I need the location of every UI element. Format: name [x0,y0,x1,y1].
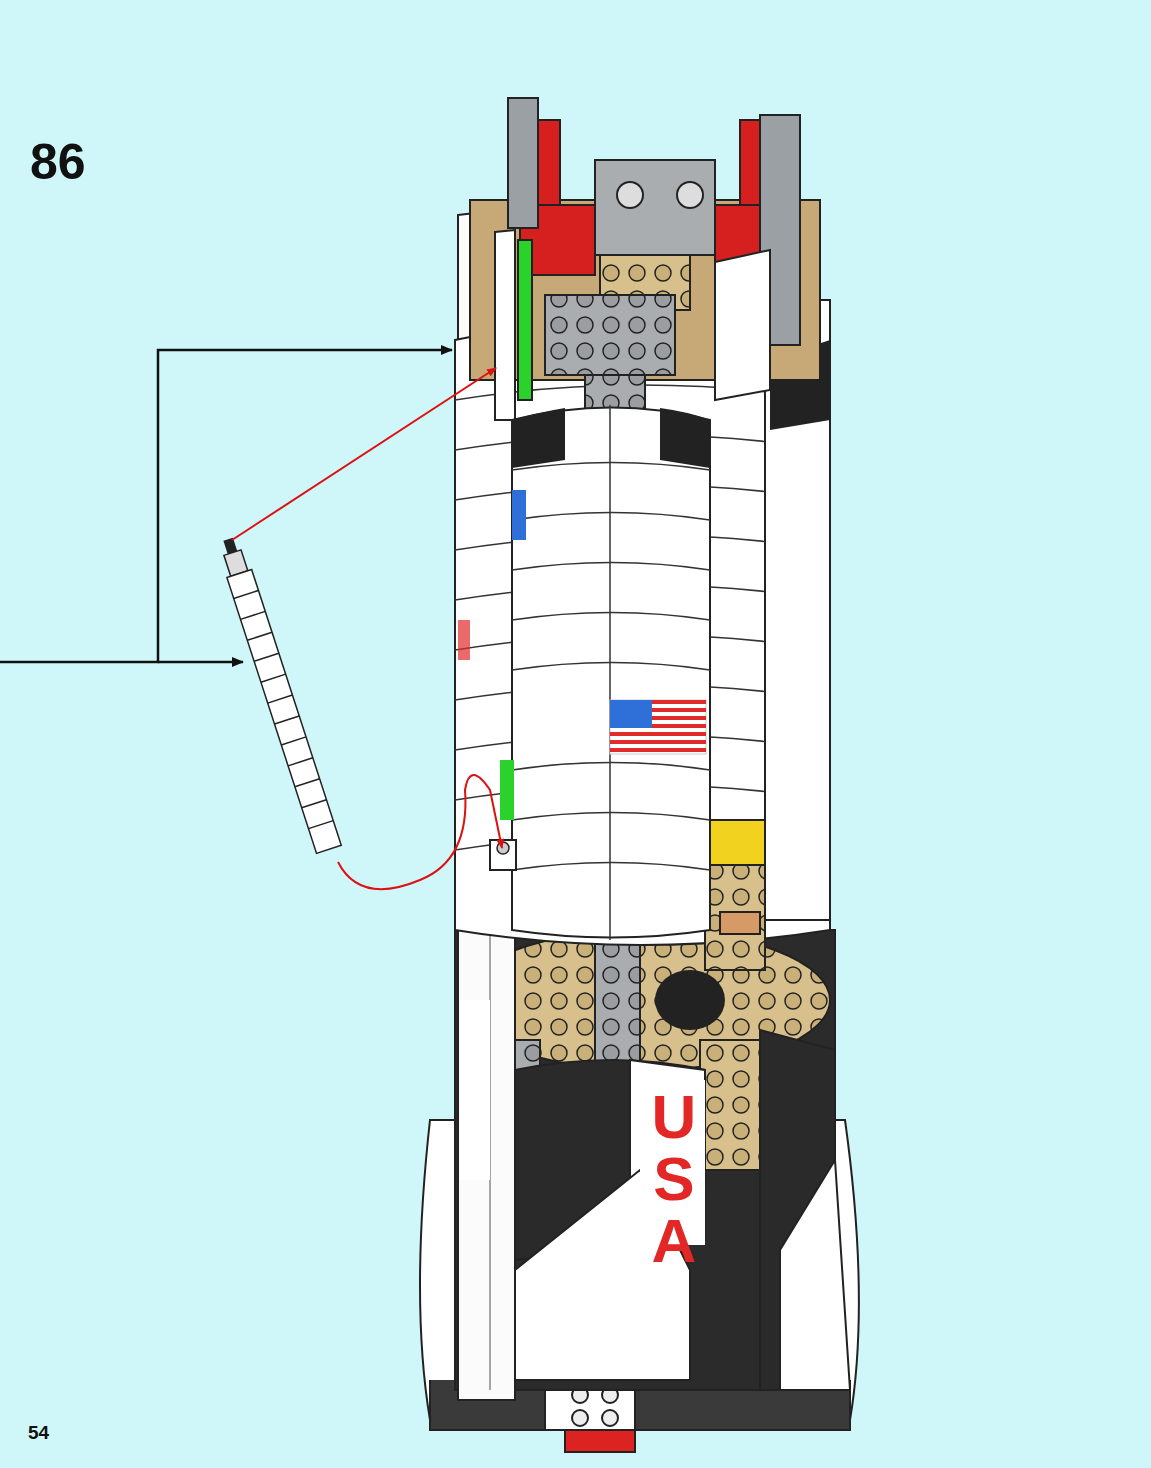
illustration-part [500,760,514,820]
illustration-part [0,350,452,662]
illustration-part [660,408,710,468]
illustration-part [288,758,313,766]
illustration-part [518,240,532,400]
illustration-part [512,813,710,821]
illustration-part [609,405,611,940]
illustration-part [232,368,496,540]
illustration-part [512,405,710,940]
illustration-part [610,700,706,754]
illustration-part [610,748,706,752]
illustration-part [158,661,243,664]
illustration-part [610,740,706,744]
illustration-part [545,295,675,375]
illustration-part [705,820,765,865]
illustration-part [295,779,320,787]
illustration-part [281,737,306,745]
illustration-part [512,408,710,938]
illustration-part [512,463,710,471]
illustration-part [338,775,502,889]
illustration-part [610,700,652,728]
illustration-part [508,98,538,228]
page-number: 54 [28,1422,49,1444]
illustration-part [268,695,293,703]
illustration-part [720,912,760,934]
illustration-part [247,632,272,640]
illustration-part [512,513,710,521]
illustration-part [497,842,509,854]
illustration-part [227,570,341,854]
illustration-part [512,490,526,540]
illustration-part [512,408,565,468]
illustration-part [512,663,710,671]
illustration-part [512,613,710,621]
illustration-part [700,1040,760,1170]
illustration-part [254,653,279,661]
illustration-part [602,1410,618,1426]
illustration-part [460,1000,490,1180]
illustration-part [274,716,299,724]
illustration-part [705,820,765,970]
illustration-part [617,182,643,208]
illustration-part [780,1160,850,1390]
illustration-part [610,700,706,752]
illustration-part [234,590,334,828]
illustration-part [512,763,710,771]
illustration-part [490,840,516,870]
illustration-part [572,1410,588,1426]
illustration-part [715,250,770,400]
illustration-part [302,800,327,808]
illustration-part [458,620,470,660]
illustration-part [595,160,715,255]
illustration-part [677,182,703,208]
illustration-part [610,732,706,736]
illustration-part [512,563,710,571]
illustration-part [241,611,266,619]
step-number: 86 [30,133,86,191]
illustration-part [261,674,286,682]
illustration-part [234,590,259,598]
illustration-part [655,970,725,1030]
illustration-part [216,535,341,853]
illustration-part [308,821,333,829]
illustration-part [495,230,515,420]
illustration-part [512,863,710,871]
illustration-part [565,1430,635,1452]
illustration-part [765,300,830,920]
decal-text: USA [643,1086,705,1272]
